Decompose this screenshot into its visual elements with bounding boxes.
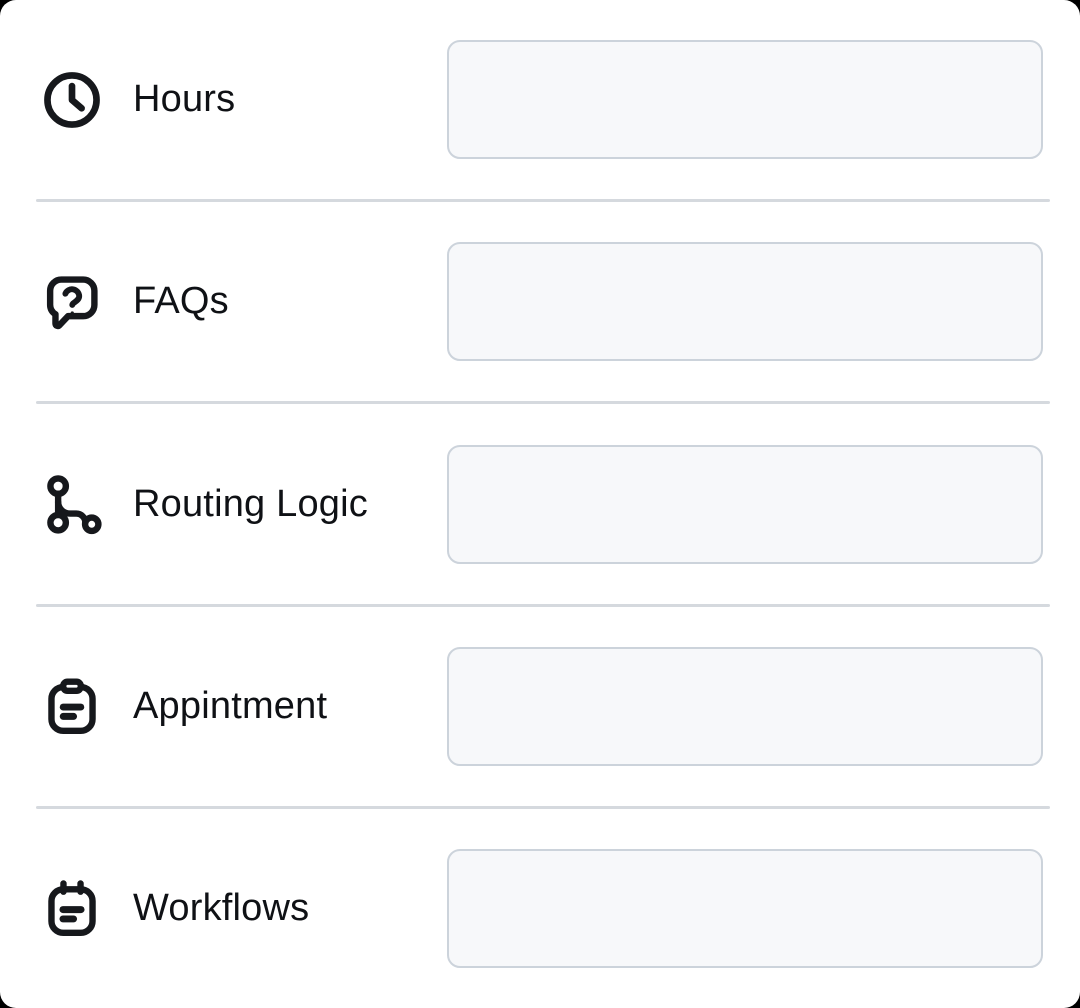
- row-divider: [36, 805, 1050, 809]
- form-row-hours: Hours: [0, 0, 1080, 199]
- hours-input[interactable]: [447, 40, 1043, 160]
- hours-label: Hours: [133, 78, 236, 121]
- routing-logic-label: Routing Logic: [133, 482, 368, 525]
- faqs-label: FAQs: [133, 280, 229, 323]
- appintment-input[interactable]: [447, 646, 1043, 766]
- faqs-input[interactable]: [447, 242, 1043, 362]
- appintment-label-group: Appintment: [40, 674, 447, 738]
- hours-label-group: Hours: [40, 68, 447, 132]
- form-row-workflows: Workflows: [0, 809, 1080, 1008]
- routing-icon: [40, 472, 104, 536]
- form-row-appintment: Appintment: [0, 607, 1080, 806]
- question-bubble-icon: [40, 270, 104, 334]
- workflows-label: Workflows: [133, 886, 310, 929]
- form-row-faqs: FAQs: [0, 202, 1080, 401]
- clipboard-icon: [40, 674, 104, 738]
- workflows-input[interactable]: [447, 848, 1043, 968]
- form-row-routing-logic: Routing Logic: [0, 404, 1080, 603]
- row-divider: [36, 199, 1050, 203]
- row-divider: [36, 603, 1050, 607]
- faqs-label-group: FAQs: [40, 270, 447, 334]
- row-divider: [36, 401, 1050, 405]
- calendar-icon: [40, 876, 104, 940]
- routing-logic-label-group: Routing Logic: [40, 472, 447, 536]
- appintment-label: Appintment: [133, 684, 328, 727]
- routing-logic-input[interactable]: [447, 444, 1043, 564]
- workflows-label-group: Workflows: [40, 876, 447, 940]
- clock-icon: [40, 68, 104, 132]
